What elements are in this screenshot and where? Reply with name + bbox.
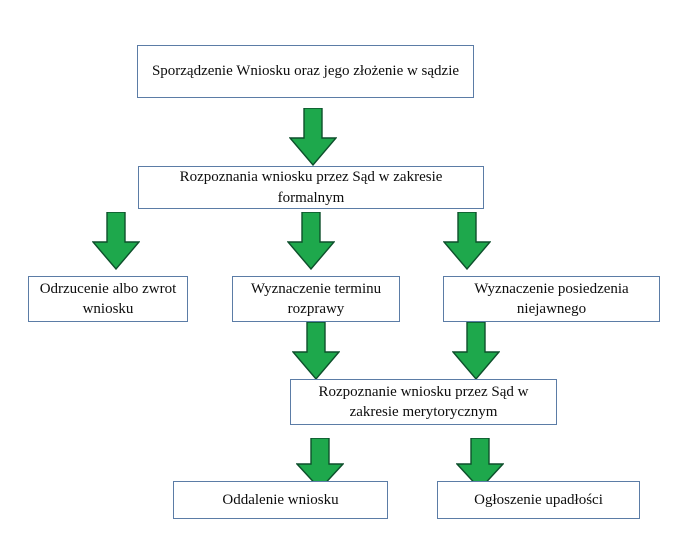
node-termin-rozprawy[interactable]: Wyznaczenie terminu rozprawy <box>232 276 400 322</box>
arrow-down-1 <box>289 108 337 166</box>
node-label: Oddalenie wniosku <box>222 491 339 508</box>
node-label: Wyznaczenie terminu rozprawy <box>250 280 382 317</box>
node-label: Rozpoznania wniosku przez Sąd w zakresie… <box>179 169 443 206</box>
node-rozpoznanie-merytoryczne[interactable]: Rozpoznanie wniosku przez Sąd w zakresie… <box>290 379 557 425</box>
node-rozpoznania-formalne[interactable]: Rozpoznania wniosku przez Sąd w zakresie… <box>138 166 484 209</box>
arrow-down-5 <box>292 322 340 380</box>
arrow-down-2 <box>92 212 140 270</box>
node-label: Odrzucenie albo zwrot wniosku <box>39 280 177 317</box>
node-oddalenie-wniosku[interactable]: Oddalenie wniosku <box>173 481 388 519</box>
arrow-down-6 <box>452 322 500 380</box>
node-sporzadzenie-wniosku[interactable]: Sporządzenie Wniosku oraz jego złożenie … <box>137 45 474 98</box>
node-label: Sporządzenie Wniosku oraz jego złożenie … <box>151 63 460 80</box>
arrow-down-4 <box>443 212 491 270</box>
node-posiedzenie-niejawne[interactable]: Wyznaczenie posiedzenia niejawnego <box>443 276 660 322</box>
arrow-down-7 <box>296 438 344 490</box>
node-label: Ogłoszenie upadłości <box>474 491 603 508</box>
node-ogloszenie-upadlosci[interactable]: Ogłoszenie upadłości <box>437 481 640 519</box>
node-label: Rozpoznanie wniosku przez Sąd w zakresie… <box>318 383 529 420</box>
arrow-down-3 <box>287 212 335 270</box>
node-label: Wyznaczenie posiedzenia niejawnego <box>474 280 629 317</box>
node-odrzucenie-zwrot[interactable]: Odrzucenie albo zwrot wniosku <box>28 276 188 322</box>
arrow-down-8 <box>456 438 504 490</box>
